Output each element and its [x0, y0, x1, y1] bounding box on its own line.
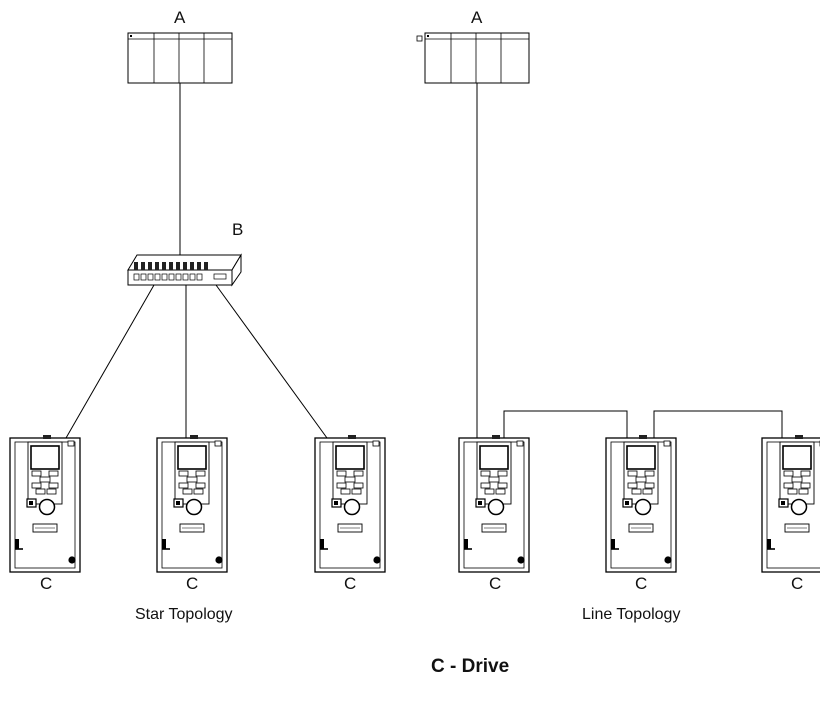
line-topology-caption: Line Topology: [582, 606, 681, 623]
drive-label: C: [186, 574, 199, 593]
drive-label: C: [40, 574, 53, 593]
drive-line-3: [761, 434, 820, 573]
drive-label: C: [791, 574, 804, 593]
star-topology-caption: Star Topology: [135, 606, 233, 623]
star-topology-wires: [65, 83, 328, 439]
drive-line-2: [605, 434, 677, 573]
legend-drive: C - Drive: [431, 656, 510, 677]
drive-star-2: [156, 434, 228, 573]
drive-label: C: [344, 574, 357, 593]
controller-label-left: A: [174, 8, 186, 27]
network-switch-icon: [127, 253, 242, 287]
drive-line-1: [458, 434, 530, 573]
controller-right-port-icon: [416, 35, 423, 42]
drive-star-1: [9, 434, 81, 573]
line-topology-wires: [476, 83, 783, 438]
switch-label: B: [232, 220, 244, 239]
controller-label-right: A: [471, 8, 483, 27]
controller-left: [127, 32, 233, 84]
drive-label: C: [489, 574, 502, 593]
drive-star-3: [314, 434, 386, 573]
controller-right: [424, 32, 530, 84]
drive-label: C: [635, 574, 648, 593]
